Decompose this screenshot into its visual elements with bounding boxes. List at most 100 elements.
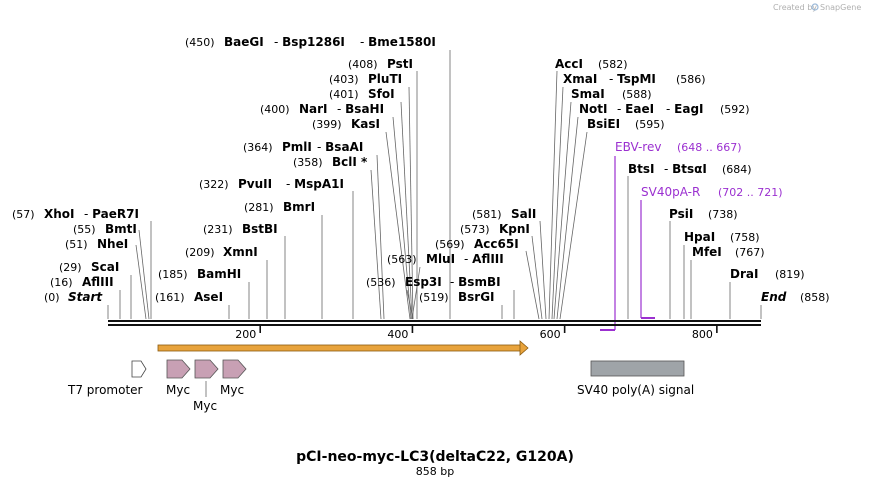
site-asei[interactable]: AseI (194, 290, 223, 304)
site-afliii-1[interactable]: AflIII (82, 275, 114, 289)
pos-bsiei: (595) (635, 118, 665, 131)
plasmid-size: 858 bp (416, 465, 454, 478)
leader-sali (539, 220, 547, 320)
site-bsiei[interactable]: BsiEI (587, 117, 620, 131)
site-sfoi[interactable]: SfoI (368, 87, 395, 101)
site-hpai[interactable]: HpaI (684, 230, 715, 244)
leader-bmti (138, 229, 150, 320)
site-smai[interactable]: SmaI (571, 87, 605, 101)
credit-brand: SnapGene (820, 3, 861, 12)
site-btsai[interactable]: - BtsαI (664, 162, 707, 176)
site-bmri[interactable]: BmrI (283, 200, 315, 214)
orf-arrow[interactable] (157, 340, 529, 356)
site-pvuii[interactable]: PvuII (238, 177, 272, 191)
site-noti[interactable]: NotI (579, 102, 608, 116)
pos-bsrgi: (519) (419, 291, 449, 304)
site-mfei[interactable]: MfeI (692, 245, 722, 259)
credit-prefix: Created by (773, 3, 817, 12)
site-kasi[interactable]: KasI (351, 117, 380, 131)
myc-label-3: Myc (220, 383, 244, 397)
primer-sv40pa-r[interactable] (640, 200, 655, 319)
site-bsp1286i[interactable]: - Bsp1286I (274, 35, 345, 49)
site-bmti[interactable]: BmtI (105, 222, 137, 236)
site-acc65i[interactable]: Acc65I (474, 237, 519, 251)
site-pmli[interactable]: PmlI (282, 140, 312, 154)
site-bme1580i[interactable]: - Bme1580I (360, 35, 436, 49)
site-xhoi[interactable]: XhoI (44, 207, 75, 221)
primer-sv40pa-r-label[interactable]: SV40pA-R (641, 185, 700, 199)
site-sali[interactable]: SalI (511, 207, 536, 221)
site-bsahi[interactable]: - BsaHI (337, 102, 384, 116)
site-tspmi[interactable]: - TspMI (609, 72, 656, 86)
site-start[interactable]: Start (68, 290, 103, 304)
primer-sv40pa-r-range: (702 .. 721) (718, 186, 783, 199)
site-bsrgi[interactable]: BsrGI (458, 290, 495, 304)
pos-afliii-1: (16) (50, 276, 73, 289)
site-bamhi[interactable]: BamHI (197, 267, 241, 281)
site-xmai[interactable]: XmaI (563, 72, 597, 86)
pos-baegi: (450) (185, 36, 215, 49)
leader-acci (548, 70, 558, 320)
site-nari[interactable]: NarI (299, 102, 328, 116)
pos-hpai: (758) (730, 231, 760, 244)
site-end[interactable]: End (761, 290, 787, 304)
leader-kasi (385, 131, 411, 320)
primer-ebv-rev-label[interactable]: EBV-rev (615, 140, 661, 154)
site-btsi[interactable]: BtsI (628, 162, 655, 176)
leader-pmli (376, 154, 385, 320)
pos-acci: (582) (598, 58, 628, 71)
site-psii[interactable]: PsiI (669, 207, 693, 221)
pos-pluti: (403) (329, 73, 359, 86)
pos-noti: (592) (720, 103, 750, 116)
pos-start: (0) (44, 291, 60, 304)
site-pluti[interactable]: PluTI (368, 72, 402, 86)
pos-psii: (738) (708, 208, 738, 221)
site-eagi[interactable]: - EagI (666, 102, 704, 116)
site-nhei[interactable]: NheI (97, 237, 128, 251)
site-afliii-2[interactable]: - AflIII (464, 252, 504, 266)
site-esp3i[interactable]: Esp3I (405, 275, 442, 289)
pos-asei: (161) (155, 291, 185, 304)
myc-feature-3[interactable] (222, 359, 247, 379)
site-mlui[interactable]: MluI (426, 252, 455, 266)
site-baegi[interactable]: BaeGI (224, 35, 264, 49)
site-scai[interactable]: ScaI (91, 260, 119, 274)
site-labels: (0) Start End (858) (16) AflIII (29) Sca… (12, 35, 830, 304)
leader-noti (556, 116, 579, 320)
t7-promoter-label: T7 promoter (67, 383, 143, 397)
site-mspa1i[interactable]: - MspA1I (286, 177, 344, 191)
pos-kpni: (573) (460, 223, 490, 236)
site-kpni[interactable]: KpnI (499, 222, 530, 236)
pos-esp3i: (536) (366, 276, 396, 289)
leader-bsiei (559, 131, 588, 320)
dna-backbone (108, 320, 761, 326)
site-eaei[interactable]: - EaeI (617, 102, 654, 116)
site-acci[interactable]: AccI (555, 57, 583, 71)
tick-label-400: 400 (387, 328, 408, 341)
site-bsmbi[interactable]: - BsmBI (450, 275, 501, 289)
myc-feature-2[interactable] (194, 359, 219, 379)
leader-pluti (408, 86, 414, 320)
leader-bcli (370, 169, 382, 320)
leader-xmai (551, 86, 564, 320)
site-psti[interactable]: PstI (387, 57, 413, 71)
myc-label-1: Myc (166, 383, 190, 397)
primer-ebv-rev[interactable] (600, 156, 616, 331)
site-xmni[interactable]: XmnI (223, 245, 258, 259)
site-bsaai[interactable]: - BsaAI (317, 140, 363, 154)
pos-btsi: (684) (722, 163, 752, 176)
pos-xmai: (586) (676, 73, 706, 86)
site-drai[interactable]: DraI (730, 267, 758, 281)
myc-feature-1[interactable] (166, 359, 191, 379)
site-bcli[interactable]: BclI * (332, 155, 368, 169)
sv40-polya-label: SV40 poly(A) signal (577, 383, 694, 397)
t7-promoter-feature[interactable] (131, 360, 147, 378)
sv40-polya-feature[interactable] (590, 360, 685, 377)
site-paer7i[interactable]: - PaeR7I (84, 207, 139, 221)
pos-acc65i: (569) (435, 238, 465, 251)
site-bstbi[interactable]: BstBI (242, 222, 278, 236)
pos-xhoi: (57) (12, 208, 35, 221)
leader-acc65i (525, 250, 540, 320)
leader-esp3i (406, 289, 414, 320)
